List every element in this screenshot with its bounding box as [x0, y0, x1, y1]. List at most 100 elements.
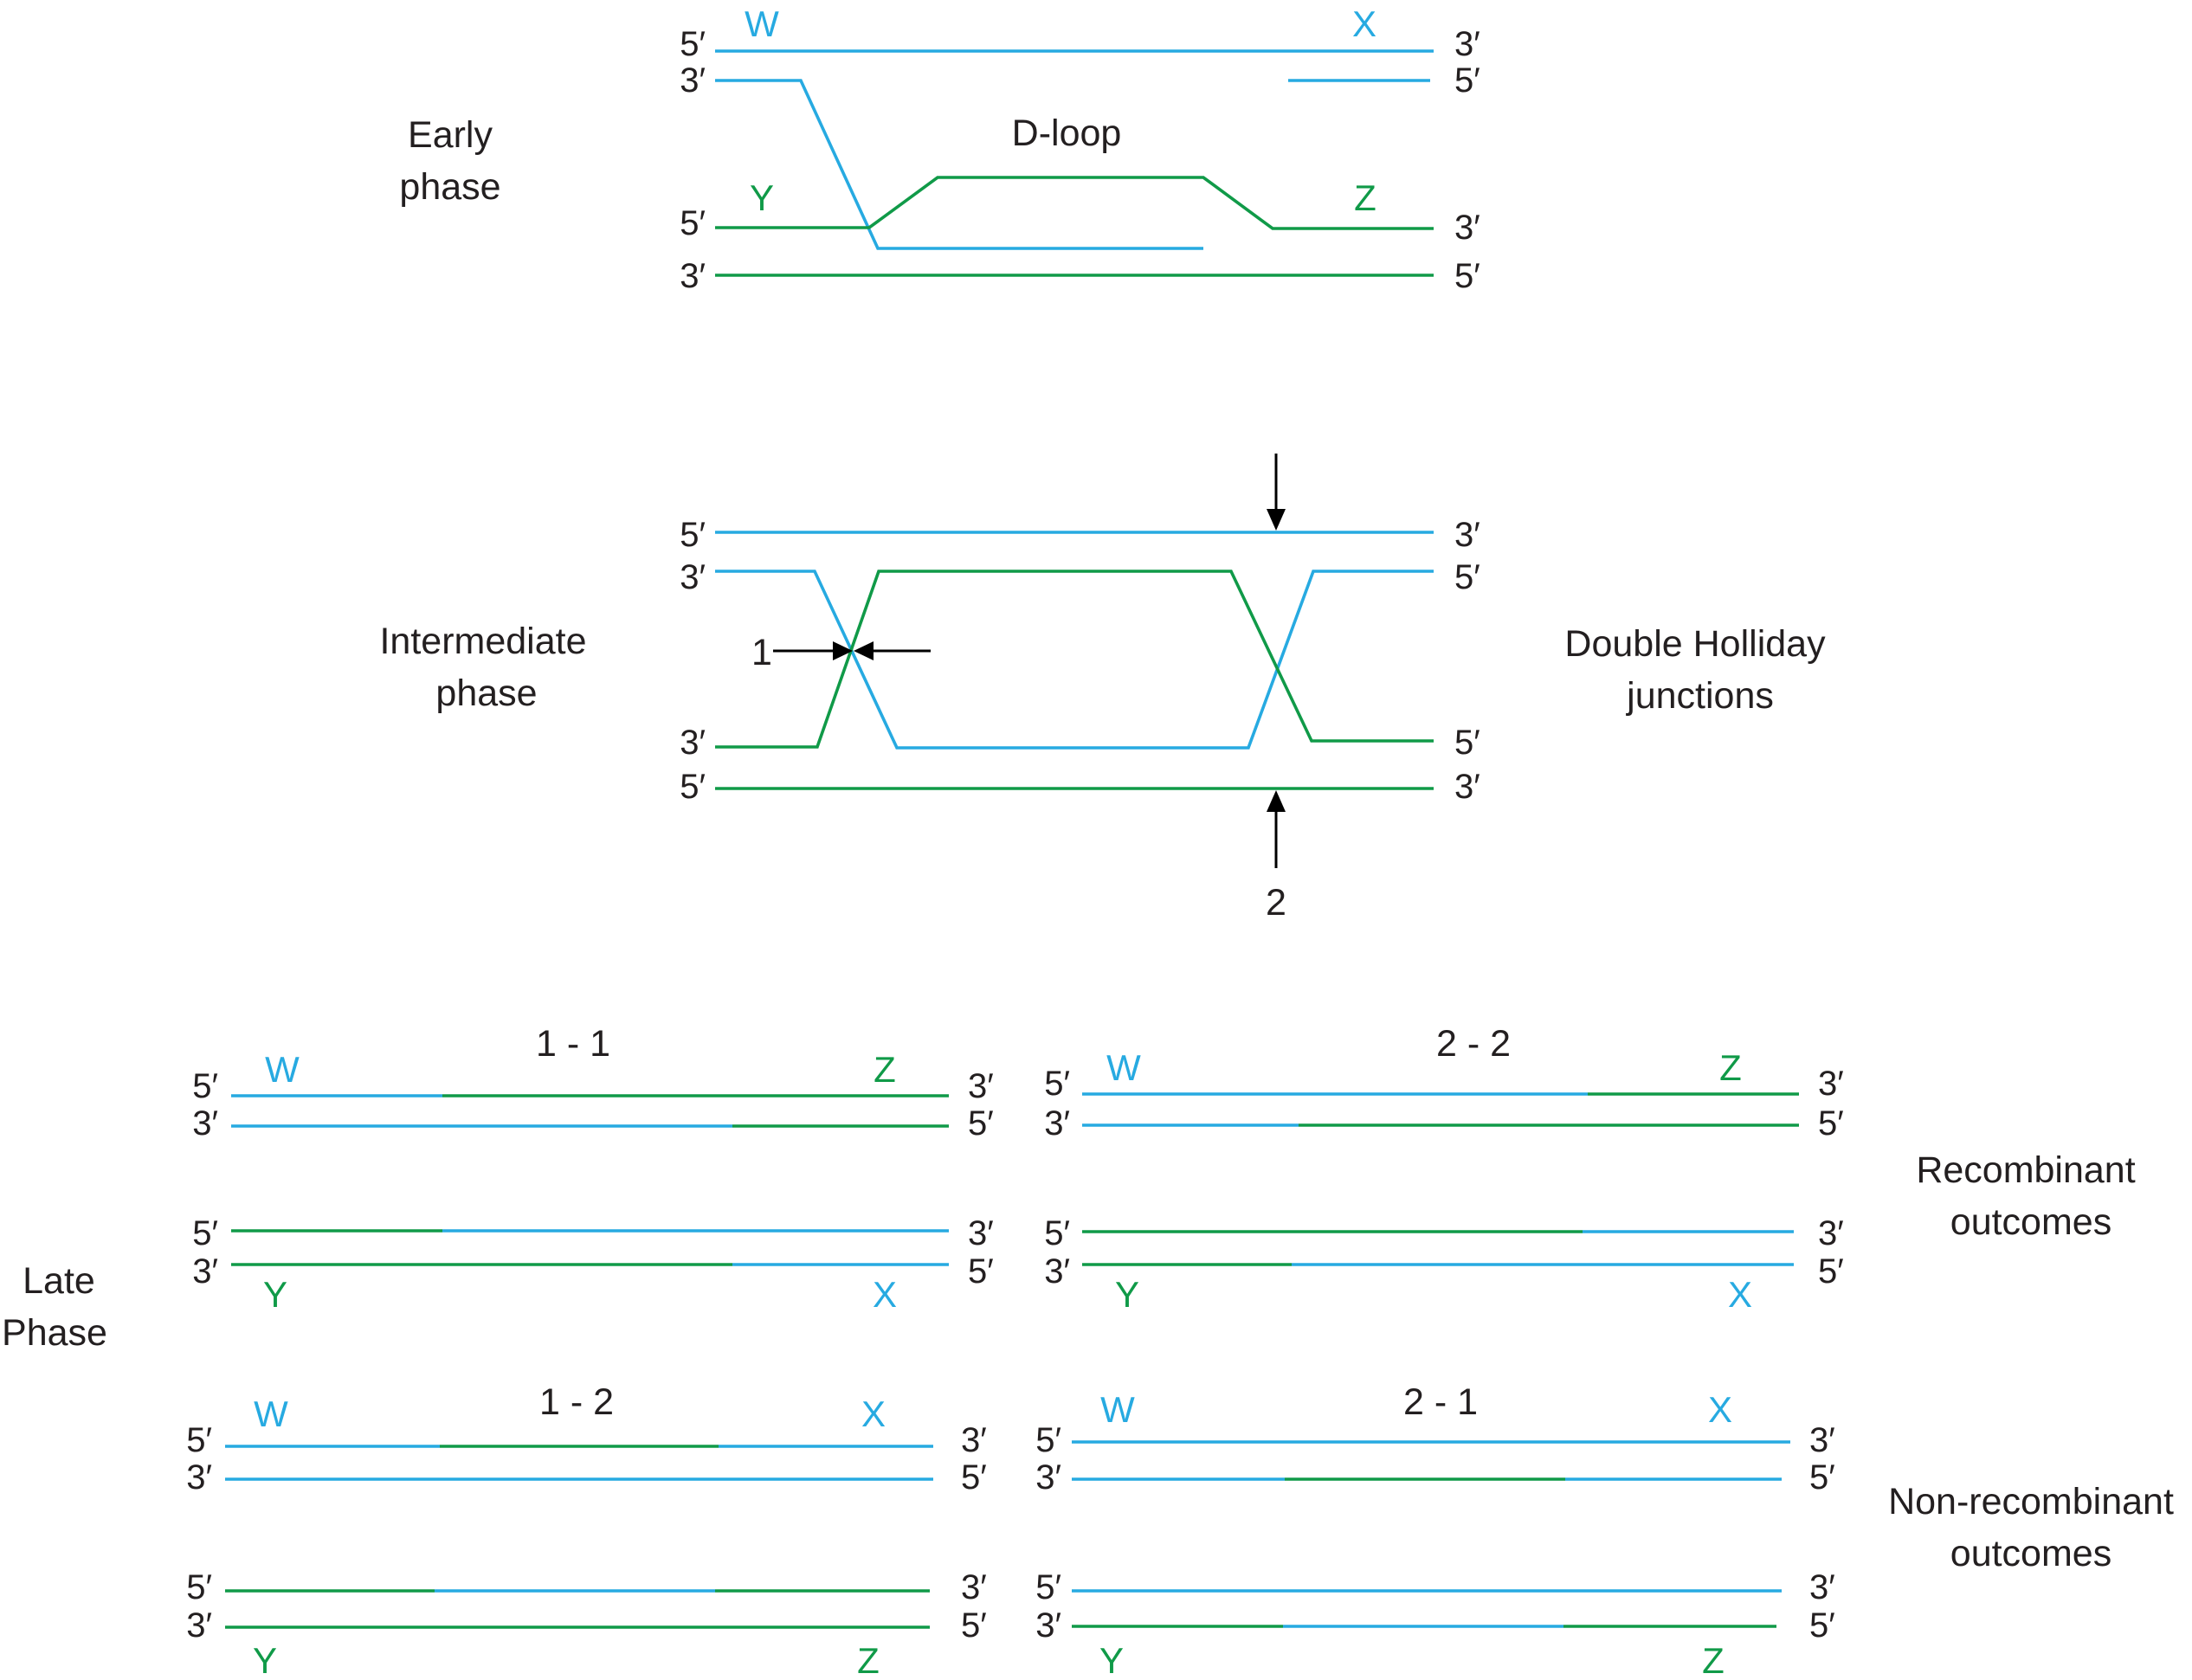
strand-end-label: 5′	[1818, 1104, 1844, 1143]
gene-z-label: Z	[1702, 1640, 1725, 1680]
strand-end-label: 5′	[961, 1458, 987, 1497]
panel-title: 2 - 2	[1436, 1023, 1511, 1065]
panel-title: 1 - 1	[536, 1023, 610, 1065]
strand-end-label: 5′	[1454, 257, 1480, 295]
strand-end-label: 5′	[680, 204, 706, 242]
outcome-panel-1-2: 1 - 2 W X Y Z 5′ 3′ 5′ 3′ 3′ 5′ 3′ 5′	[186, 1381, 987, 1680]
strand-end-label: 3′	[1454, 516, 1480, 554]
early-phase-label-line1: Early	[408, 114, 493, 156]
cut-site-2-label: 2	[1266, 882, 1286, 924]
outcome-panel-2-2: 2 - 2 W Z Y X 5′ 3′ 5′ 3′ 3′ 5′ 3′ 5′	[1044, 1023, 1844, 1315]
strand-end-label: 3′	[186, 1606, 212, 1645]
strand-end-label: 3′	[1454, 25, 1480, 63]
strand-end-label: 5′	[968, 1252, 994, 1291]
double-holliday-label-line1: Double Holliday	[1564, 623, 1826, 665]
intermediate-phase-label-line1: Intermediate	[379, 621, 586, 662]
gene-y-label: Y	[263, 1274, 287, 1315]
strand-end-label: 3′	[1809, 1421, 1835, 1459]
strand-end-label: 5′	[192, 1214, 218, 1252]
blue-invading-strand	[715, 79, 1203, 250]
strand-end-label: 5′	[1818, 1252, 1844, 1291]
arrowhead-icon	[1267, 790, 1286, 812]
strand-end-label: 3′	[1818, 1214, 1844, 1252]
gene-y-label: Y	[1115, 1274, 1139, 1315]
strand-end-label: 5′	[1044, 1214, 1070, 1252]
recombinant-outcomes-label-line1: Recombinant	[1916, 1149, 2135, 1191]
gene-y-label: Y	[1099, 1640, 1124, 1680]
strand-end-label: 3′	[680, 558, 706, 596]
nonrecombinant-outcomes-label-line1: Non-recombinant	[1888, 1481, 2174, 1522]
strand-end-label: 5′	[1044, 1065, 1070, 1103]
gene-x-label: X	[873, 1274, 897, 1315]
strand-end-label: 5′	[968, 1104, 994, 1143]
strand-end-label: 3′	[1818, 1065, 1844, 1103]
intermediate-phase: Intermediate phase Double Holliday junct…	[379, 454, 1826, 924]
green-crossing-strand	[715, 570, 1434, 749]
strand-end-label: 3′	[192, 1104, 218, 1143]
strand-end-label: 5′	[680, 516, 706, 554]
late-phase: Late Phase Recombinant outcomes Non-reco…	[2, 1023, 2174, 1680]
strand-end-label: 3′	[961, 1421, 987, 1459]
nonrecombinant-outcomes-label-line2: outcomes	[1950, 1533, 2111, 1574]
cut-site-1-label: 1	[751, 632, 772, 673]
strand-end-label: 3′	[680, 257, 706, 295]
double-holliday-label-line2: junctions	[1625, 675, 1774, 717]
panel-title: 2 - 1	[1403, 1381, 1478, 1423]
strand-end-label: 5′	[186, 1568, 212, 1606]
strand-end-label: 3′	[968, 1214, 994, 1252]
strand-end-label: 3′	[1454, 209, 1480, 247]
strand-end-label: 3′	[1809, 1568, 1835, 1606]
gene-w-label: W	[254, 1394, 288, 1434]
gene-y-label: Y	[750, 177, 774, 218]
green-displaced-strand	[715, 176, 1434, 230]
strand-end-label: 5′	[1454, 724, 1480, 762]
strand-end-label: 5′	[186, 1421, 212, 1459]
strand-end-label: 3′	[192, 1252, 218, 1291]
strand-end-label: 3′	[968, 1067, 994, 1105]
gene-z-label: Z	[1719, 1047, 1742, 1088]
strand-end-label: 3′	[680, 61, 706, 100]
gene-w-label: W	[265, 1049, 300, 1090]
gene-x-label: X	[861, 1394, 886, 1434]
strand-end-label: 3′	[1044, 1252, 1070, 1291]
panel-title: 1 - 2	[539, 1381, 614, 1423]
strand-end-label: 3′	[1035, 1458, 1061, 1497]
strand-end-label: 5′	[680, 25, 706, 63]
early-phase: Early phase D-loop W X Y Z 5′ 3′ 5′ 3′ 3…	[399, 3, 1480, 295]
strand-end-label: 3′	[1044, 1104, 1070, 1143]
gene-y-label: Y	[253, 1640, 277, 1680]
gene-z-label: Z	[874, 1049, 896, 1090]
gene-z-label: Z	[857, 1640, 880, 1680]
strand-end-label: 3′	[186, 1458, 212, 1497]
intermediate-phase-label-line2: phase	[435, 673, 537, 714]
d-loop-label: D-loop	[1012, 113, 1122, 154]
gene-x-label: X	[1728, 1274, 1752, 1315]
strand-end-label: 3′	[1035, 1606, 1061, 1645]
strand-end-label: 5′	[1809, 1458, 1835, 1497]
late-phase-label-line1: Late	[23, 1260, 95, 1302]
gene-z-label: Z	[1354, 177, 1376, 218]
strand-end-label: 5′	[1035, 1421, 1061, 1459]
blue-crossing-strand	[715, 570, 1434, 750]
strand-end-label: 3′	[1454, 768, 1480, 806]
strand-end-label: 5′	[1454, 61, 1480, 100]
strand-end-label: 3′	[961, 1568, 987, 1606]
gene-w-label: W	[745, 3, 779, 44]
recombinant-outcomes-label-line2: outcomes	[1950, 1201, 2111, 1243]
gene-x-label: X	[1352, 3, 1376, 44]
arrowhead-icon	[833, 641, 853, 660]
strand-end-label: 5′	[1035, 1568, 1061, 1606]
strand-end-label: 3′	[680, 724, 706, 762]
gene-x-label: X	[1708, 1389, 1732, 1430]
strand-end-label: 5′	[1809, 1606, 1835, 1645]
strand-end-label: 5′	[680, 768, 706, 806]
outcome-panel-1-1: 1 - 1 W Z Y X 5′ 3′ 5′ 3′ 3′ 5′ 3′ 5′	[192, 1023, 994, 1315]
early-phase-label-line2: phase	[399, 166, 500, 208]
arrowhead-icon	[1267, 509, 1286, 531]
gene-w-label: W	[1100, 1389, 1135, 1430]
strand-end-label: 5′	[192, 1067, 218, 1105]
arrowhead-icon	[854, 641, 874, 660]
late-phase-label-line2: Phase	[2, 1312, 107, 1354]
